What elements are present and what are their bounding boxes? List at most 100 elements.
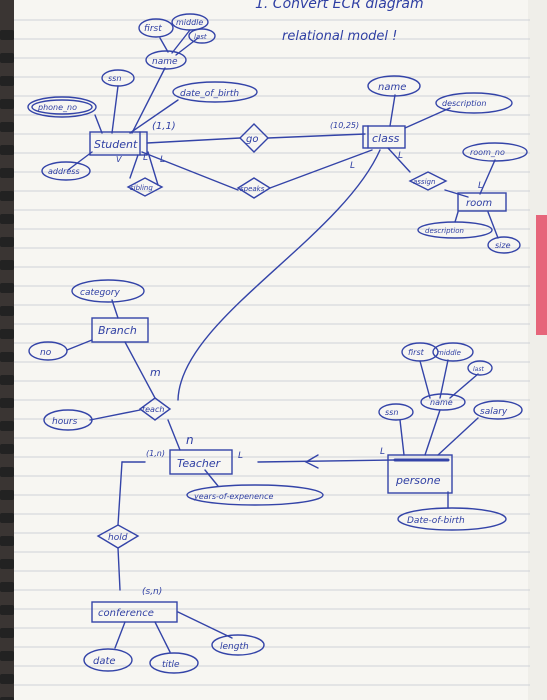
connector: [114, 621, 126, 649]
spiral-ring: [0, 99, 14, 109]
connector: [449, 373, 479, 399]
attr-first-person-oval: [401, 342, 439, 362]
attr-ssn-person: ssn: [385, 408, 398, 417]
attr-first-person: first: [408, 348, 425, 357]
entity-persone: persone: [395, 474, 441, 487]
card-student-l1: L: [143, 153, 148, 163]
spiral-ring: [0, 76, 14, 86]
connector: [387, 147, 411, 173]
attr-date-of-birth-person: Date-of-birth: [407, 516, 465, 526]
spiral-ring: [0, 467, 14, 477]
connector: [204, 469, 219, 487]
spiral-ring: [0, 398, 14, 408]
attr-name-person-oval: [420, 393, 466, 411]
attr-hours-oval: [43, 409, 93, 431]
entity-teacher: Teacher: [177, 457, 222, 470]
attr-name-student: name: [152, 57, 178, 67]
spiral-ring: [0, 122, 14, 132]
connector: [439, 359, 449, 399]
card-teacher-n: n: [186, 433, 194, 447]
relationship-teach-diamond: [138, 397, 172, 421]
relationship-hold: hold: [108, 533, 128, 543]
attr-no-oval: [28, 341, 68, 361]
entity-room: room: [466, 198, 492, 209]
connector: [124, 341, 156, 399]
entity-room-box: [457, 192, 507, 212]
attr-length-oval: [211, 634, 265, 656]
relationship-teach: teach: [142, 405, 164, 414]
spiral-ring: [0, 375, 14, 385]
connector: [479, 159, 496, 195]
card-class-go: (10,25): [330, 121, 359, 130]
card-student-go: (1,1): [152, 121, 176, 132]
paper-sheet: [14, 0, 547, 700]
attr-description-room: description: [425, 227, 464, 235]
relationship-speaks-diamond: [236, 177, 272, 199]
spiral-ring: [0, 145, 14, 155]
relationship-hold-diamond: [96, 524, 140, 549]
spiral-ring: [0, 697, 14, 700]
attr-date-of-birth-person-oval: [397, 507, 507, 531]
inheritance-arrow: [304, 454, 319, 469]
card-room-l: L: [478, 181, 483, 191]
attr-last-top: last: [194, 33, 207, 41]
spiral-ring: [0, 329, 14, 339]
relationship-go: go: [246, 134, 258, 145]
connector: [487, 211, 499, 239]
spiral-ring: [0, 582, 14, 592]
connector: [147, 151, 159, 186]
connector: [146, 137, 241, 144]
connector: [404, 107, 451, 129]
attr-ssn-person-oval: [378, 403, 414, 421]
relationship-assign: assign: [413, 178, 435, 186]
connector: [111, 299, 119, 319]
entity-conference-box: [91, 601, 178, 623]
connector: [269, 149, 373, 189]
card-class-l2: L: [398, 151, 403, 161]
connector: [444, 189, 469, 198]
spiral-ring: [0, 628, 14, 638]
attr-middle-top-oval: [171, 13, 209, 31]
attr-hours: hours: [52, 417, 78, 427]
connector: [177, 611, 233, 639]
attr-middle-person: middle: [437, 349, 461, 357]
attr-address: address: [48, 167, 80, 176]
card-student-l2: L: [160, 155, 165, 165]
spiral-ring: [0, 605, 14, 615]
attr-category: category: [80, 288, 120, 298]
attr-description-room-oval: [417, 221, 493, 239]
attr-last-person: last: [473, 366, 484, 373]
spiral-ring: [0, 536, 14, 546]
attr-first-top-oval: [138, 18, 174, 38]
spiral-ring: [0, 559, 14, 569]
attr-length: length: [220, 642, 249, 652]
entity-student-box: [89, 131, 148, 156]
attr-room-no-oval: [462, 142, 528, 162]
entity-class-box: [362, 125, 406, 149]
attr-category-oval: [71, 279, 145, 303]
attr-date-conf-oval: [83, 648, 133, 672]
attr-first-top: first: [144, 24, 162, 34]
entity-persone-box: [387, 454, 453, 494]
relationship-assign-diamond: [408, 171, 448, 191]
attr-years-of-experience: years-of-expenence: [193, 492, 273, 501]
attr-last-person-oval: [467, 360, 493, 376]
spiral-ring: [0, 444, 14, 454]
connector: [141, 151, 239, 191]
attr-last-top-oval: [188, 28, 216, 44]
connector: [117, 547, 121, 591]
spiral-ring: [0, 191, 14, 201]
attr-salary-oval: [473, 400, 523, 420]
attr-date-of-birth-student: date_of_birth: [180, 89, 239, 99]
attr-phone-no: phone_no: [37, 103, 77, 112]
relationship-sibling-diamond: [126, 177, 164, 197]
connector: [159, 37, 169, 53]
entity-student: Student: [94, 138, 138, 151]
entity-branch: Branch: [98, 324, 137, 337]
connector: [94, 114, 103, 134]
spiral-ring: [0, 283, 14, 293]
connector: [117, 461, 123, 526]
attr-description-class-oval: [435, 92, 513, 114]
attr-name-person: name: [430, 398, 453, 407]
connector: [129, 154, 139, 179]
